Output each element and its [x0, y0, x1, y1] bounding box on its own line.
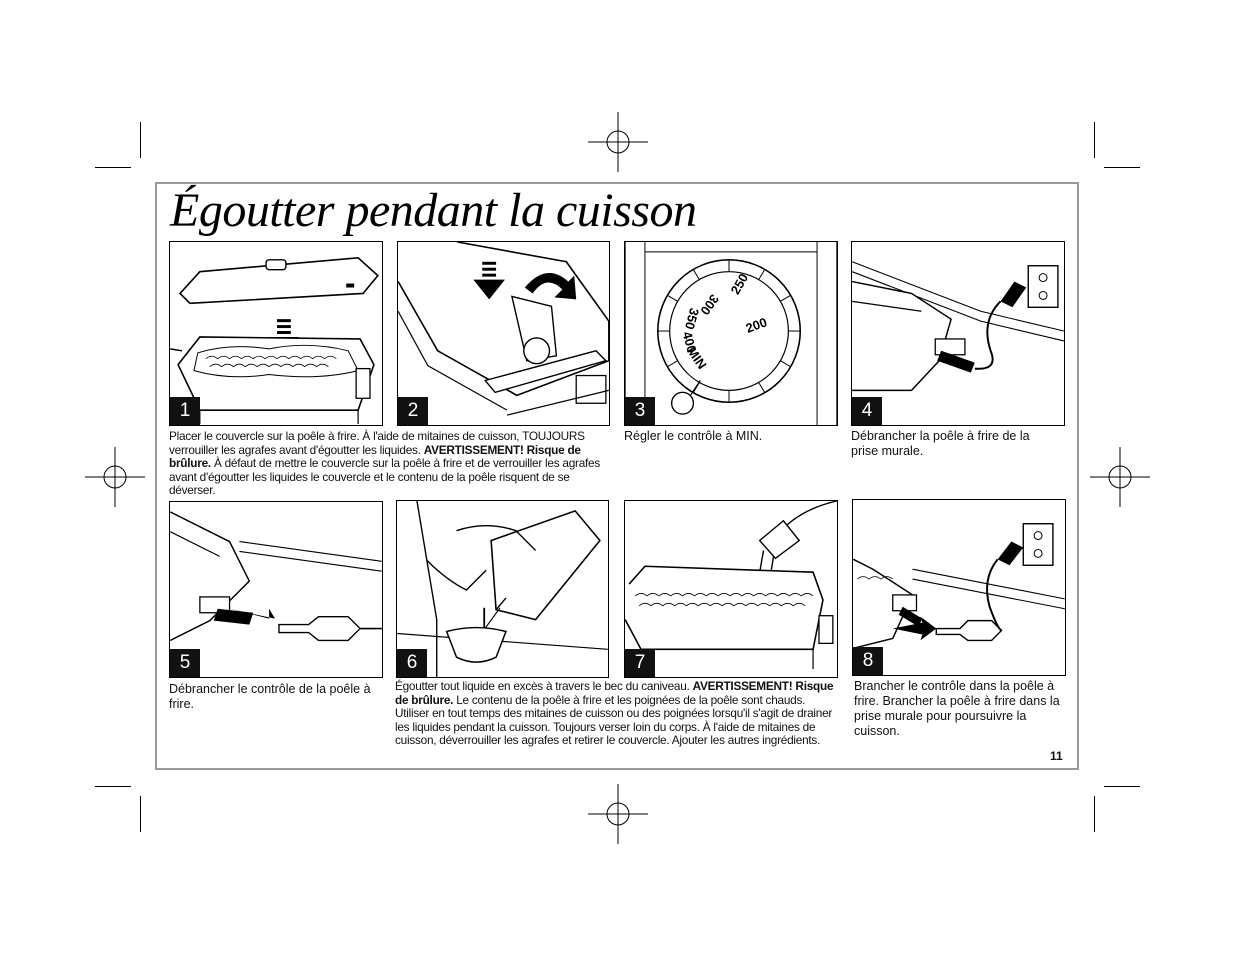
step-number: 5: [170, 649, 200, 677]
caption-step-8: Brancher le contrôle dans la poêle à fri…: [854, 679, 1060, 738]
crop-mark: [95, 167, 131, 168]
caption-text: Le contenu de la poêle à frire et les po…: [395, 692, 833, 748]
registration-mark-icon: [85, 447, 145, 507]
step-6-illustration: 6: [396, 500, 609, 678]
registration-mark-icon: [588, 784, 648, 844]
lock-clips-illustration: [398, 242, 609, 416]
page-number: 11: [1050, 749, 1063, 763]
step-8-illustration: 8: [852, 499, 1066, 676]
plug-in-illustration: [853, 523, 1065, 650]
crop-mark: [1094, 796, 1095, 832]
caption-step-3: Régler le contrôle à MIN.: [624, 429, 763, 443]
step-number: 3: [625, 397, 655, 425]
step-number: 8: [853, 647, 883, 675]
step-3-illustration: MIN 400 350 300 250 200 3: [624, 241, 838, 426]
unplug-control-illustration: [170, 511, 382, 642]
step-number: 1: [170, 397, 200, 425]
step-4-illustration: 4: [851, 241, 1065, 426]
step-number: 2: [398, 397, 428, 425]
registration-mark-icon: [588, 112, 648, 172]
drain-liquid-illustration: [397, 501, 608, 677]
page-title: Égoutter pendant la cuisson: [170, 184, 697, 237]
crop-mark: [140, 122, 141, 158]
add-ingredients-illustration: [625, 501, 837, 670]
step-2-illustration: 2: [397, 241, 610, 426]
step-number: 6: [397, 649, 427, 677]
dial-label: 400: [680, 330, 700, 355]
step-1-illustration: 1: [169, 241, 383, 426]
unplug-wall-outlet-illustration: [852, 261, 1064, 392]
step-number: 7: [625, 649, 655, 677]
caption-text: À défaut de mettre le couvercle sur la p…: [169, 456, 600, 498]
step-number: 4: [852, 397, 882, 425]
crop-mark: [1104, 786, 1140, 787]
caption-steps-1-2: Placer le couvercle sur la poêle à frire…: [169, 429, 614, 498]
crop-mark: [1104, 167, 1140, 168]
caption-steps-6-7: Égoutter tout liquide en excès à travers…: [395, 679, 841, 748]
crop-mark: [95, 786, 131, 787]
step-5-illustration: 5: [169, 501, 383, 678]
lid-on-pan-illustration: [170, 257, 379, 425]
warning-text: AVERTISSEMENT! Risque de brûlure.: [169, 442, 581, 471]
temperature-dial-illustration: MIN 400 350 300 250 200: [625, 242, 837, 425]
caption-text: Placer le couvercle sur la poêle à frire…: [169, 429, 585, 457]
caption-step-4: Débrancher la poêle à frire de la prise …: [851, 429, 1030, 458]
registration-mark-icon: [1090, 447, 1150, 507]
crop-mark: [140, 796, 141, 832]
warning-text: AVERTISSEMENT! Risque de brûlure.: [395, 679, 834, 707]
caption-step-5: Débrancher le contrôle de la poêle à fri…: [169, 682, 371, 711]
crop-mark: [1094, 122, 1095, 158]
caption-text: Égoutter tout liquide en excès à travers…: [395, 679, 693, 693]
dial-label: 350: [682, 307, 702, 332]
dial-label: 200: [744, 314, 769, 335]
step-7-illustration: 7: [624, 500, 838, 678]
